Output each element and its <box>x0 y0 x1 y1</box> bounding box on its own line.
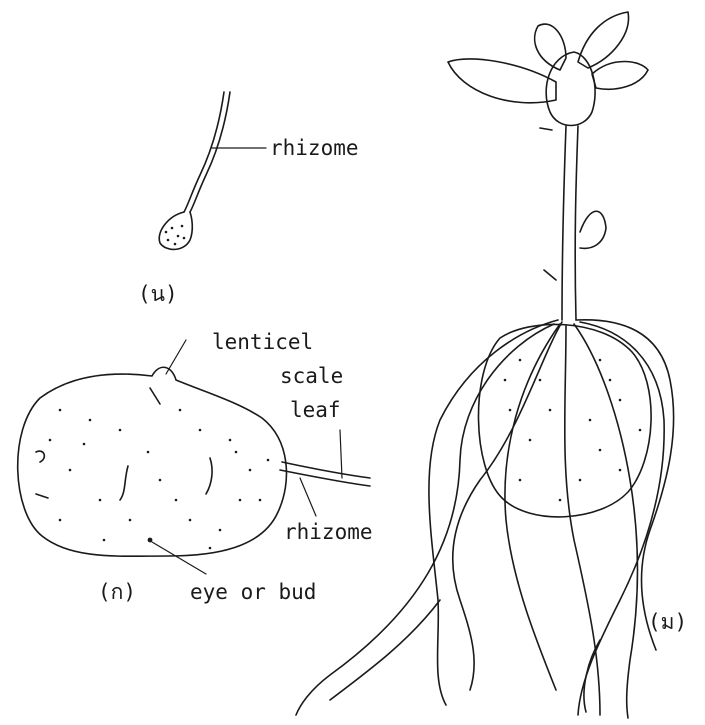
leaf-top-left <box>535 24 566 70</box>
panel-g-label: (ก) <box>98 580 136 604</box>
young-tuber-stipple <box>165 225 186 246</box>
leaf-center <box>546 52 595 126</box>
leaf-right <box>592 62 648 90</box>
tuber-stipple <box>49 409 270 550</box>
leaf-left <box>448 59 556 103</box>
rhizome-label-g: rhizome <box>284 520 373 544</box>
eye-or-bud-label: eye or bud <box>190 580 316 604</box>
panel-m-label: (ม) <box>648 610 687 634</box>
whole-plant-drawing <box>296 12 674 718</box>
rhizome-pointer-g <box>300 478 316 516</box>
rhizome-label-n: rhizome <box>270 136 359 160</box>
scale-leaf-pointer <box>340 430 342 478</box>
leaf-label: leaf <box>290 398 341 422</box>
lenticel-label: lenticel <box>212 330 313 354</box>
scale-label: scale <box>280 364 343 388</box>
lenticel-pointer <box>166 340 186 374</box>
young-rhizome-drawing <box>159 92 266 249</box>
plant-tuber-stipple <box>504 359 642 502</box>
eye-pointer <box>152 542 206 574</box>
panel-n-label: (น) <box>138 282 178 306</box>
